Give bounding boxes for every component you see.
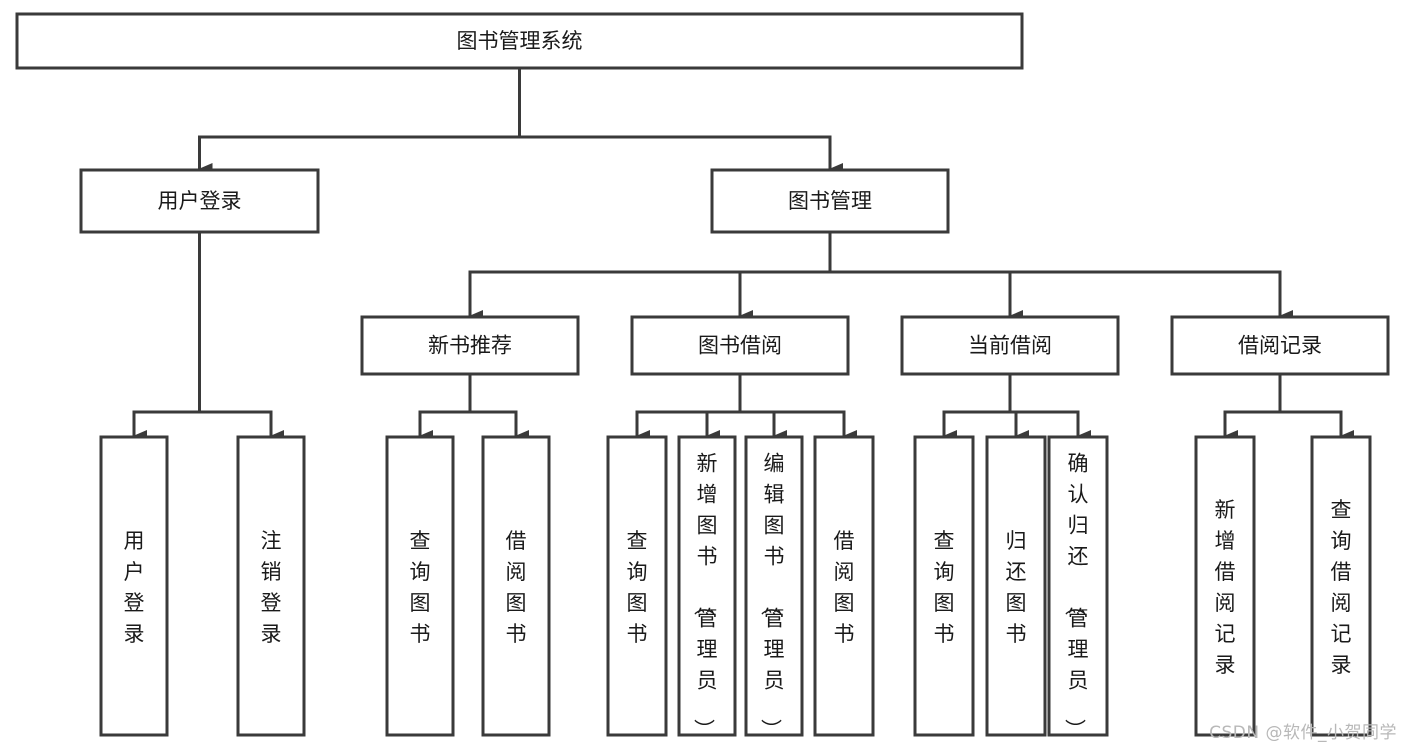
node-注销登录[interactable]: 注销登录: [236, 435, 306, 737]
node-图书管理[interactable]: 图书管理: [710, 168, 950, 234]
node-box-图书借阅: [630, 315, 850, 376]
node-新增图书管理员[interactable]: 新增图书（管理员）: [677, 435, 737, 740]
node-label-图书管理系统: 图书管理系统: [457, 29, 583, 53]
node-box-借阅图书: [481, 435, 551, 737]
node-确认归还管理员[interactable]: 确认归还（管理员）: [1047, 435, 1109, 740]
node-label-查询图书: 查询图书: [934, 529, 955, 646]
node-box-用户登录: [99, 435, 169, 737]
node-label-编辑图书管理员: 编辑图书（管理员）: [759, 452, 785, 740]
node-新书推荐[interactable]: 新书推荐: [360, 315, 580, 376]
node-label-新增图书管理员: 新增图书（管理员）: [692, 452, 718, 740]
node-编辑图书管理员[interactable]: 编辑图书（管理员）: [744, 435, 804, 740]
node-label-借阅图书: 借阅图书: [506, 529, 527, 646]
node-查询图书[interactable]: 查询图书: [913, 435, 975, 737]
node-box-注销登录: [236, 435, 306, 737]
node-label-查询图书: 查询图书: [410, 529, 431, 646]
node-label-当前借阅: 当前借阅: [968, 334, 1052, 358]
node-图书借阅[interactable]: 图书借阅: [630, 315, 850, 376]
node-用户登录[interactable]: 用户登录: [99, 435, 169, 737]
node-box-图书管理系统: [15, 12, 1024, 70]
node-label-借阅图书: 借阅图书: [834, 529, 855, 646]
node-box-编辑图书管理员: [744, 435, 804, 737]
node-box-查询图书: [606, 435, 668, 737]
node-label-用户登录: 用户登录: [158, 189, 242, 213]
node-借阅图书[interactable]: 借阅图书: [813, 435, 875, 737]
node-查询图书[interactable]: 查询图书: [385, 435, 455, 737]
node-label-图书借阅: 图书借阅: [698, 334, 782, 358]
node-查询图书[interactable]: 查询图书: [606, 435, 668, 737]
node-查询借阅记录[interactable]: 查询借阅记录: [1310, 435, 1372, 737]
node-box-确认归还管理员: [1047, 435, 1109, 737]
node-box-当前借阅: [900, 315, 1120, 376]
node-归还图书[interactable]: 归还图书: [985, 435, 1047, 737]
node-label-归还图书: 归还图书: [1006, 529, 1027, 646]
node-box-新增借阅记录: [1194, 435, 1256, 737]
node-用户登录[interactable]: 用户登录: [79, 168, 320, 234]
node-box-归还图书: [985, 435, 1047, 737]
node-当前借阅[interactable]: 当前借阅: [900, 315, 1120, 376]
node-box-图书管理: [710, 168, 950, 234]
node-box-新书推荐: [360, 315, 580, 376]
node-label-确认归还管理员: 确认归还（管理员）: [1063, 452, 1089, 740]
connector-layer: [132, 66, 1354, 442]
node-box-借阅图书: [813, 435, 875, 737]
node-box-借阅记录: [1170, 315, 1390, 376]
node-新增借阅记录[interactable]: 新增借阅记录: [1194, 435, 1256, 737]
node-box-用户登录: [79, 168, 320, 234]
node-label-用户登录: 用户登录: [124, 529, 145, 646]
node-label-图书管理: 图书管理: [788, 189, 872, 213]
node-box-查询图书: [385, 435, 455, 737]
node-label-新增借阅记录: 新增借阅记录: [1215, 498, 1236, 677]
node-box-新增图书管理员: [677, 435, 737, 737]
node-box-查询借阅记录: [1310, 435, 1372, 737]
node-label-注销登录: 注销登录: [261, 529, 282, 646]
node-label-查询图书: 查询图书: [627, 529, 648, 646]
node-box-查询图书: [913, 435, 975, 737]
node-layer: 图书管理系统用户登录图书管理用户登录注销登录新书推荐图书借阅当前借阅借阅记录查询…: [15, 12, 1390, 740]
node-label-查询借阅记录: 查询借阅记录: [1331, 498, 1352, 677]
node-借阅记录[interactable]: 借阅记录: [1170, 315, 1390, 376]
node-借阅图书[interactable]: 借阅图书: [481, 435, 551, 737]
node-图书管理系统[interactable]: 图书管理系统: [15, 12, 1024, 70]
watermark-csdn: CSDN @软件_小贺同学: [1209, 723, 1397, 743]
node-label-借阅记录: 借阅记录: [1238, 334, 1322, 358]
node-label-新书推荐: 新书推荐: [428, 334, 512, 358]
